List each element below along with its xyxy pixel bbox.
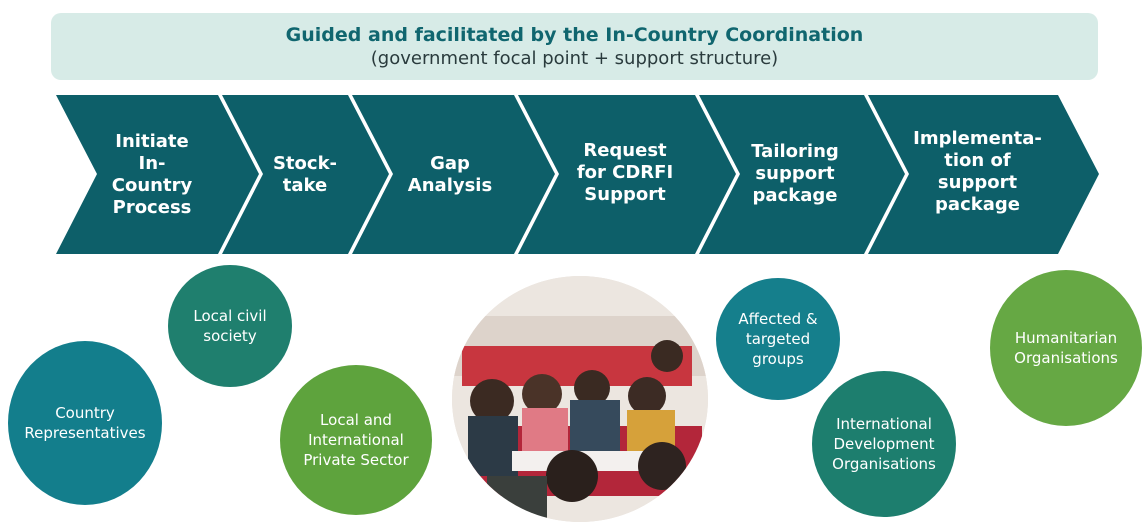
workshop-photo (452, 276, 708, 522)
step-label-5: Tailoring support package (751, 141, 839, 206)
coordination-banner: Guided and facilitated by the In-Country… (51, 13, 1098, 80)
step-shape-5 (699, 95, 905, 254)
stakeholder-international-development: International Development Organisations (812, 371, 956, 517)
stakeholder-local-civil-society: Local civil society (168, 265, 292, 387)
step-label-3: Gap Analysis (407, 153, 493, 196)
step-label-6: Implementa- tion of support package (913, 128, 1042, 215)
step-shape-6 (868, 95, 1099, 254)
stakeholder-private-sector: Local and International Private Sector (280, 365, 432, 515)
banner-subtitle: (government focal point + support struct… (370, 48, 779, 69)
step-label-2: Stock- take (272, 153, 338, 196)
stakeholder-humanitarian: Humanitarian Organisations (990, 270, 1142, 426)
stakeholder-country-representatives: Country Representatives (8, 341, 162, 505)
step-shape-1 (56, 95, 259, 254)
step-label-4: Request for CDRFI Support (576, 140, 674, 205)
stakeholder-affected-groups: Affected & targeted groups (716, 278, 840, 400)
step-shape-3 (352, 95, 555, 254)
step-label-1: Initiate In- Country Process (111, 131, 193, 218)
step-shape-2 (222, 95, 389, 254)
step-shape-4 (518, 95, 736, 254)
banner-title: Guided and facilitated by the In-Country… (285, 24, 864, 46)
workshop-photo-illustration (452, 276, 708, 522)
